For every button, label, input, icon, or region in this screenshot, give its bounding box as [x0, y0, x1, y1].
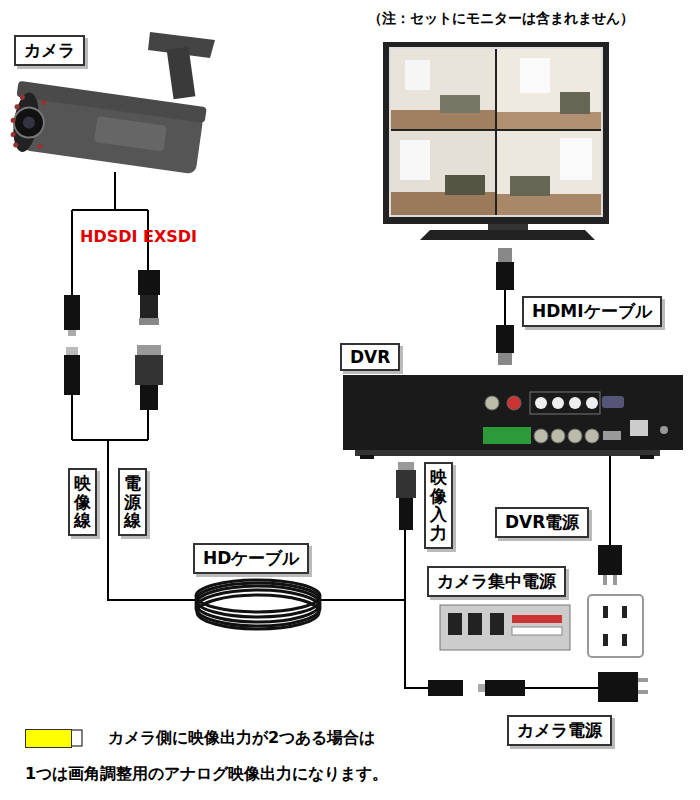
box-text: DVR電源: [505, 512, 579, 532]
label-box: 電源線: [118, 468, 147, 536]
hdmi-cable: [496, 248, 514, 365]
box-text: カメラ電源: [517, 720, 602, 740]
box-text: 映像入力: [430, 468, 447, 543]
label-box: 映像線: [68, 468, 97, 536]
connectors: [64, 270, 648, 702]
signal-name: HDSDI EXSDI: [80, 227, 197, 246]
label-box: DVR電源: [495, 507, 589, 538]
box-text: HDMIケーブル: [532, 301, 652, 321]
box-text: HDケーブル: [203, 548, 299, 568]
camera-drawing: [6, 32, 215, 177]
label-box: HDケーブル: [193, 543, 309, 574]
label-box: カメラ: [14, 35, 85, 66]
box-text: カメラ: [24, 40, 75, 60]
label-box: HDMIケーブル: [522, 296, 662, 327]
note-text: 1つは画角調整用のアナログ映像出力になります。: [25, 764, 388, 785]
dvr-drawing: [343, 375, 683, 459]
camera-cable: [72, 172, 598, 688]
power-unit: [440, 605, 570, 650]
note-text: （注：セットにモニターは含まれません）: [368, 10, 634, 28]
legend-text: カメラ側に映像出力が2つある場合は: [108, 728, 375, 749]
box-text: DVR: [350, 347, 390, 367]
box-text: 電源線: [124, 474, 141, 530]
label-box: 映像入力: [424, 462, 453, 549]
label-box: DVR: [340, 343, 400, 371]
dvr-power: [588, 456, 643, 657]
label-box: カメラ集中電源: [427, 566, 566, 597]
box-text: 映像線: [74, 474, 91, 530]
legend-swatch: [25, 729, 72, 748]
label-box: カメラ電源: [507, 715, 612, 746]
monitor-drawing: [383, 42, 609, 240]
box-text: カメラ集中電源: [437, 571, 556, 591]
cable-coil: [196, 580, 320, 629]
